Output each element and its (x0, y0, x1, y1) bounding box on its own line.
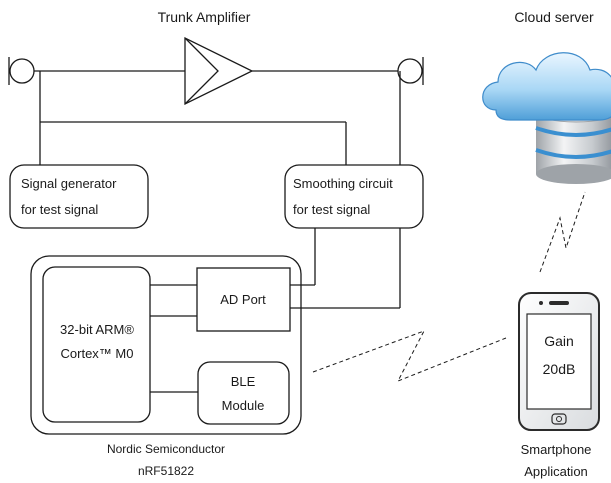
mcu-label-2: Cortex™ M0 (61, 346, 134, 361)
ad-port-label: AD Port (220, 292, 266, 307)
ble-module-label-2: Module (222, 398, 265, 413)
smartphone-label-1: Smartphone (521, 442, 592, 457)
signal-generator-box (9, 164, 149, 229)
signal-generator-label-1: Signal generator (21, 176, 117, 191)
signal-generator-label-2: for test signal (21, 202, 98, 217)
ad-port-box (196, 267, 291, 332)
smoothing-circuit-box (284, 164, 424, 229)
trunk-amplifier-label: Trunk Amplifier (158, 9, 251, 25)
smartphone-label-2: Application (524, 464, 588, 479)
cloud-server-label: Cloud server (514, 9, 594, 25)
ble-wireless-link (312, 330, 507, 382)
smartphone-icon (518, 292, 600, 431)
chip-label-2: nRF51822 (138, 464, 194, 478)
cloud-icon (482, 52, 611, 121)
phone-gain-value: 20dB (543, 361, 576, 377)
left-connector-icon (8, 57, 35, 85)
cloud-wireless-link (539, 191, 586, 273)
wiring (39, 71, 401, 393)
nordic-chip-box (30, 255, 302, 435)
mcu-label-1: 32-bit ARM® (60, 322, 134, 337)
amplifier-icon (184, 36, 254, 106)
right-connector-icon (397, 57, 424, 85)
mcu-box (42, 266, 151, 423)
smoothing-circuit-label-2: for test signal (293, 202, 370, 217)
ble-module-box (197, 361, 290, 425)
ble-module-label-1: BLE (231, 374, 256, 389)
smoothing-circuit-label-1: Smoothing circuit (293, 176, 393, 191)
chip-label-1: Nordic Semiconductor (107, 442, 225, 456)
phone-gain-label: Gain (544, 333, 574, 349)
